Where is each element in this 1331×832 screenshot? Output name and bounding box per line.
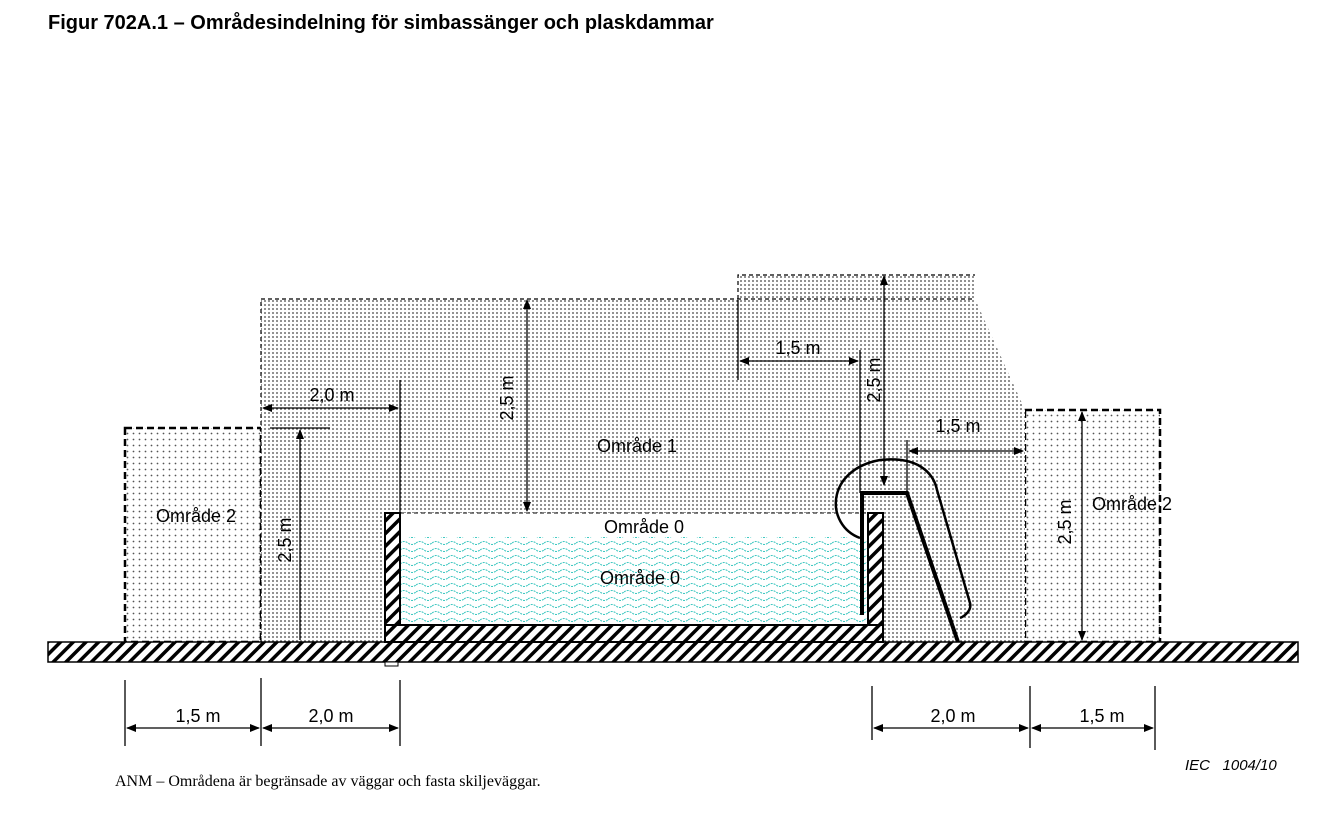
dim-label: 2,0 m [308, 706, 353, 726]
zone1-label: Område 1 [597, 436, 677, 456]
zone0-water-label: Område 0 [600, 568, 680, 588]
pool-foot [384, 661, 399, 667]
figure-note: ANM – Områdena är begränsade av väggar o… [115, 773, 541, 790]
iec-reference: IEC 1004/10 [1185, 757, 1277, 774]
dim-label: 2,0 m [309, 385, 354, 405]
dim-label: 1,5 m [775, 338, 820, 358]
dim-label: 2,5 m [497, 375, 517, 420]
zone0-upper-label: Område 0 [604, 517, 684, 537]
zone2-left-label: Område 2 [156, 506, 236, 526]
dim-label: 1,5 m [1079, 706, 1124, 726]
pool-floor [384, 624, 884, 643]
pool-wall-right [867, 512, 884, 626]
dim-label: 2,5 m [864, 357, 884, 402]
dim-label: 1,5 m [175, 706, 220, 726]
zone2-left-area [123, 426, 263, 644]
dim-label: 2,5 m [1055, 499, 1075, 544]
dim-label: 1,5 m [935, 416, 980, 436]
water [400, 537, 868, 625]
zone1-boundary [260, 274, 975, 642]
zone2-right-label: Område 2 [1092, 494, 1172, 514]
zone2-right-area [1023, 408, 1162, 644]
figure-title: Figur 702A.1 – Områdesindelning för simb… [48, 12, 714, 34]
slide-icon [834, 458, 972, 643]
dim-label: 2,5 m [275, 517, 295, 562]
ground [47, 641, 1299, 663]
pool-wall-left [384, 512, 401, 626]
dim-label: 2,0 m [930, 706, 975, 726]
